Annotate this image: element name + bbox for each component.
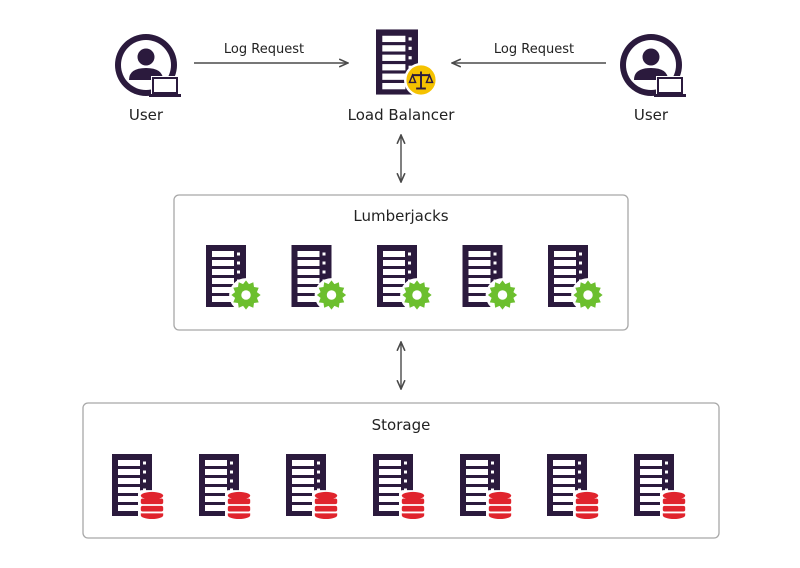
load-balancer-label: Load Balancer	[348, 106, 456, 124]
storage-group: Storage	[82, 402, 720, 539]
storage-label: Storage	[372, 416, 431, 434]
log-request-left-connector: Log Request	[194, 42, 348, 63]
gear-icon	[485, 278, 520, 312]
scale-icon	[404, 63, 438, 97]
user-right: User	[619, 33, 687, 124]
database-icon	[486, 490, 514, 520]
database-icon	[399, 490, 427, 520]
database-icon	[225, 490, 253, 520]
load-balancer: Load Balancer	[348, 29, 456, 124]
user-laptop-icon	[114, 33, 182, 98]
user-right-label: User	[634, 106, 669, 124]
log-request-left-label: Log Request	[224, 42, 304, 57]
gear-icon	[400, 278, 434, 312]
user-left: User	[114, 33, 182, 124]
lumberjacks-group: Lumberjacks	[173, 194, 629, 331]
log-request-right-connector: Log Request	[452, 42, 606, 63]
user-left-label: User	[129, 106, 164, 124]
database-icon	[660, 490, 688, 520]
gear-icon	[229, 278, 263, 312]
database-icon	[312, 490, 340, 520]
database-icon	[138, 490, 166, 520]
gear-icon	[571, 278, 605, 312]
lumberjacks-label: Lumberjacks	[353, 207, 448, 225]
log-request-right-label: Log Request	[494, 42, 574, 57]
user-laptop-icon	[619, 33, 687, 98]
database-icon	[573, 490, 601, 520]
gear-icon	[314, 278, 349, 312]
